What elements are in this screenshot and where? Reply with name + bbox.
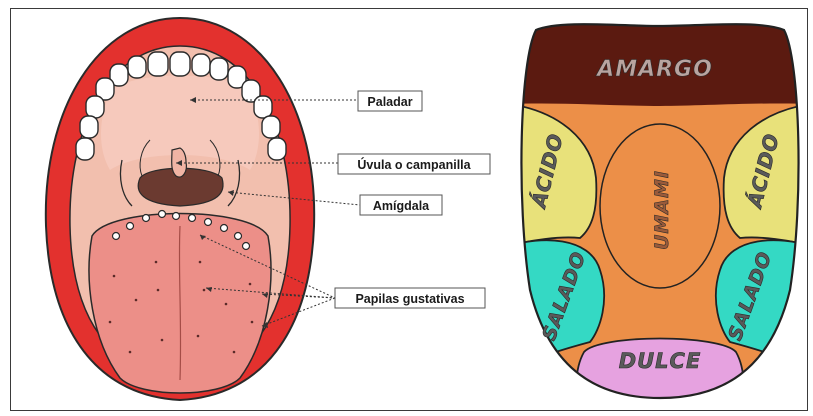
label-papilas-text: Papilas gustativas xyxy=(355,292,464,306)
taste-map: AMARGO ÁCIDO ÁCIDO UMAMI SALADO SALADO D… xyxy=(510,20,810,410)
zone-umami: UMAMI xyxy=(651,170,673,250)
zone-amargo: AMARGO xyxy=(595,57,713,82)
label-amigdala-text: Amígdala xyxy=(373,199,430,213)
label-amigdala: Amígdala xyxy=(360,195,442,215)
label-paladar-text: Paladar xyxy=(367,95,412,109)
label-uvula-text: Úvula o campanilla xyxy=(357,157,471,172)
label-paladar: Paladar xyxy=(358,91,422,111)
label-uvula: Úvula o campanilla xyxy=(338,154,490,174)
zone-dulce: DULCE xyxy=(619,349,702,373)
mouth-illustration xyxy=(46,18,314,400)
label-papilas: Papilas gustativas xyxy=(335,288,485,308)
